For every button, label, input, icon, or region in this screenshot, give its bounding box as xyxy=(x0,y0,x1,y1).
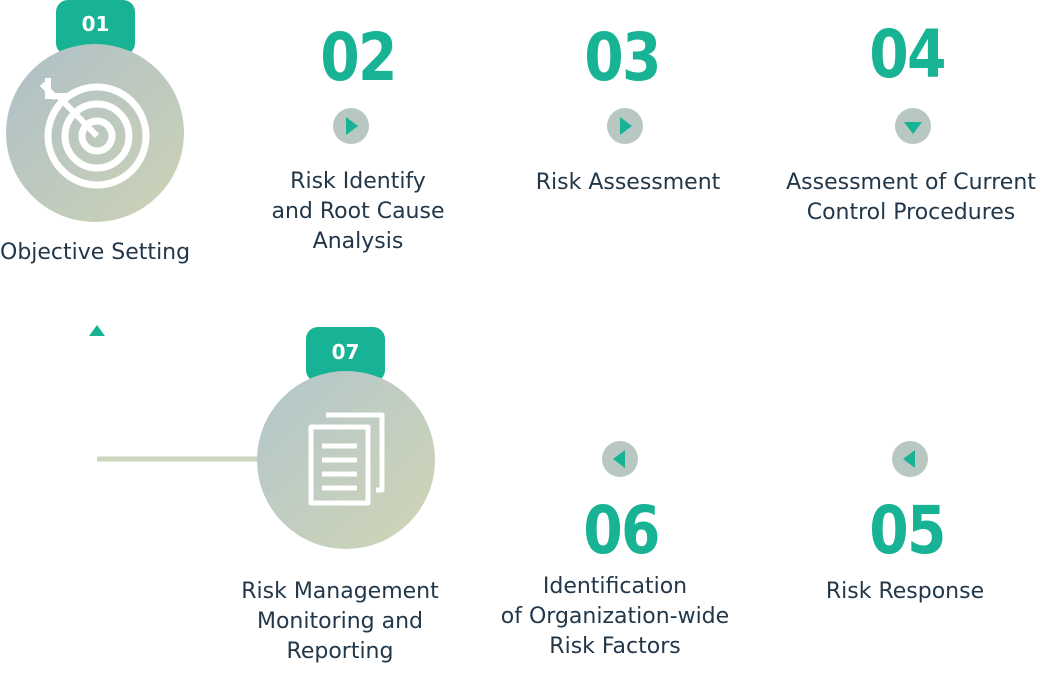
step-02-number: 02 xyxy=(320,19,397,96)
arrow-right-icon xyxy=(346,117,358,135)
target-arrow-icon xyxy=(39,78,150,189)
arrow-down-icon xyxy=(904,122,922,134)
step-03-number: 03 xyxy=(584,19,661,96)
step-05-number: 05 xyxy=(869,492,946,569)
step-06-number: 06 xyxy=(583,492,660,569)
arrow-right-icon xyxy=(620,117,632,135)
documents-icon xyxy=(308,412,385,506)
badge-07-number: 07 xyxy=(331,340,360,364)
step-06-label: Identification of Organization-wide Risk… xyxy=(500,574,730,659)
step-01-node xyxy=(6,0,184,222)
step-07-label: Risk Management Monitoring and Reporting xyxy=(241,579,439,664)
arrow-left-icon xyxy=(903,450,915,468)
badge-01-number: 01 xyxy=(81,12,110,36)
return-arrowhead xyxy=(89,325,105,336)
arrow-left-icon xyxy=(613,450,625,468)
step-07-node xyxy=(257,327,435,549)
step-05-label: Risk Response xyxy=(825,579,985,604)
step-03-label: Risk Assessment xyxy=(535,170,721,195)
node-05 xyxy=(892,441,928,477)
badge-01 xyxy=(56,0,135,55)
node-03 xyxy=(607,108,643,144)
step-04-number: 04 xyxy=(869,16,946,93)
node-06 xyxy=(602,441,638,477)
step-02-label: Risk Identify and Root Cause Analysis xyxy=(271,169,445,254)
connector-lines xyxy=(89,123,913,462)
node-04 xyxy=(895,108,931,144)
step-04-label: Assessment of Current Control Procedures xyxy=(786,170,1036,225)
badge-07 xyxy=(306,327,385,382)
step-01-label: Objective Setting xyxy=(0,240,191,265)
node-02 xyxy=(333,108,369,144)
